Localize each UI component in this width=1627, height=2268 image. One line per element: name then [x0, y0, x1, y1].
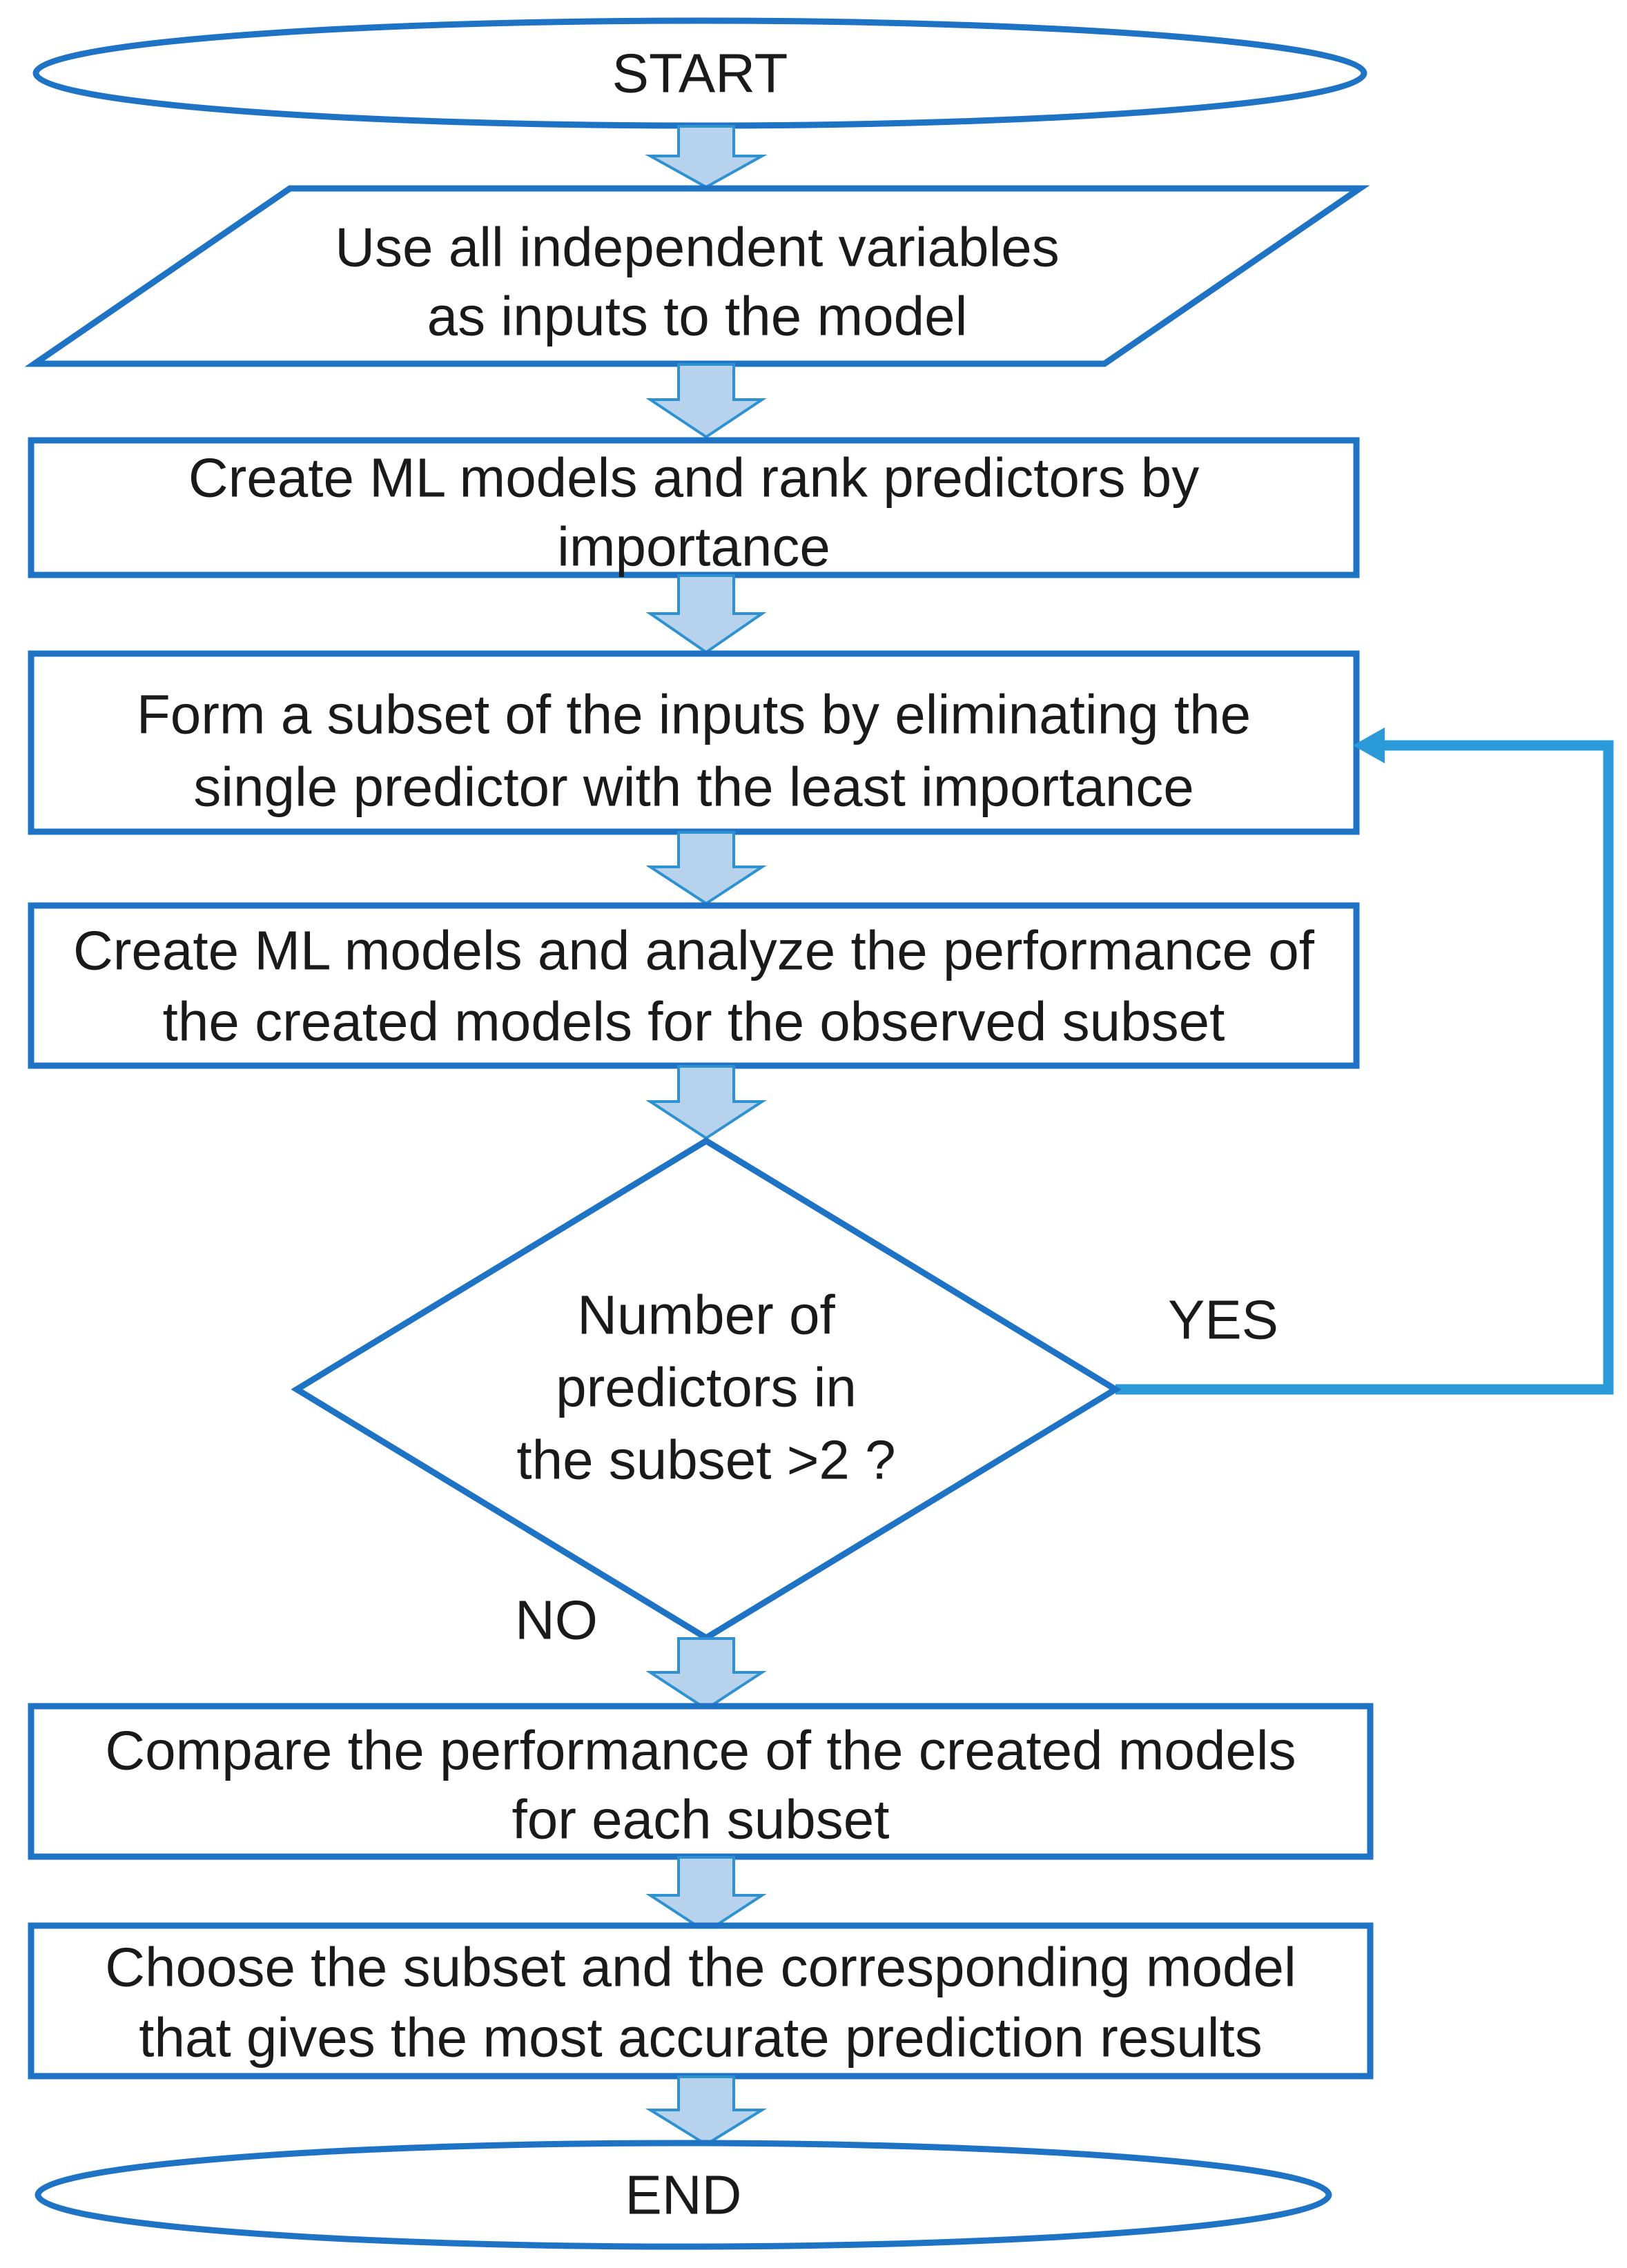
down-arrow-icon	[645, 1856, 767, 1934]
yes-loop-line	[1115, 740, 1614, 1395]
analyze-models-box	[28, 902, 1360, 1069]
input-line-1: Use all independent variables	[335, 217, 1060, 278]
end-node: END	[35, 2140, 1332, 2250]
down-arrow-icon	[645, 363, 767, 439]
compare-line-1: Compare the performance of the created m…	[105, 1720, 1296, 1781]
form-subset-line-1: Form a subset of the inputs by eliminati…	[137, 684, 1251, 745]
input-parallelogram	[24, 185, 1370, 367]
compare-box	[28, 1703, 1374, 1860]
no-branch-label: NO	[515, 1590, 598, 1651]
compare-node: Compare the performance of the created m…	[28, 1703, 1374, 1860]
decision-line-2: predictors in	[556, 1357, 857, 1418]
decision-line-3: the subset >2 ?	[516, 1429, 895, 1491]
analyze-models-line-2: the created models for the observed subs…	[163, 991, 1225, 1053]
analyze-models-line-1: Create ML models and analyze the perform…	[73, 920, 1315, 981]
down-arrow-icon	[645, 574, 767, 654]
form-subset-node: Form a subset of the inputs by eliminati…	[28, 650, 1360, 835]
rank-predictors-line-2: importance	[557, 516, 830, 578]
decision-line-1: Number of	[577, 1284, 835, 1346]
down-arrow-icon	[645, 831, 767, 906]
down-arrow-icon	[645, 1065, 767, 1140]
rank-predictors-line-1: Create ML models and rank predictors by	[188, 447, 1199, 509]
down-arrow-icon	[645, 125, 768, 189]
decision-node: Number of predictors in the subset >2 ? …	[291, 1137, 1278, 1651]
input-node: Use all independent variables as inputs …	[24, 185, 1370, 367]
analyze-models-node: Create ML models and analyze the perform…	[28, 902, 1360, 1069]
down-arrow-icon	[645, 2075, 768, 2147]
end-label: END	[625, 2164, 742, 2226]
end-ellipse	[35, 2140, 1332, 2250]
rank-predictors-node: Create ML models and rank predictors by …	[28, 437, 1360, 578]
form-subset-box	[28, 650, 1360, 835]
yes-loop-connector	[1115, 727, 1614, 1395]
choose-line-2: that gives the most accurate prediction …	[139, 2007, 1262, 2069]
left-arrowhead-icon	[1353, 727, 1385, 763]
start-label: START	[612, 43, 788, 104]
choose-node: Choose the subset and the corresponding …	[28, 1922, 1374, 2080]
choose-box	[28, 1922, 1374, 2080]
input-line-2: as inputs to the model	[427, 286, 968, 347]
form-subset-line-2: single predictor with the least importan…	[193, 756, 1194, 818]
compare-line-2: for each subset	[512, 1789, 890, 1850]
yes-branch-label: YES	[1168, 1289, 1278, 1351]
down-arrow-icon	[645, 1637, 767, 1711]
choose-line-1: Choose the subset and the corresponding …	[105, 1937, 1296, 1998]
start-node: START	[32, 17, 1367, 129]
